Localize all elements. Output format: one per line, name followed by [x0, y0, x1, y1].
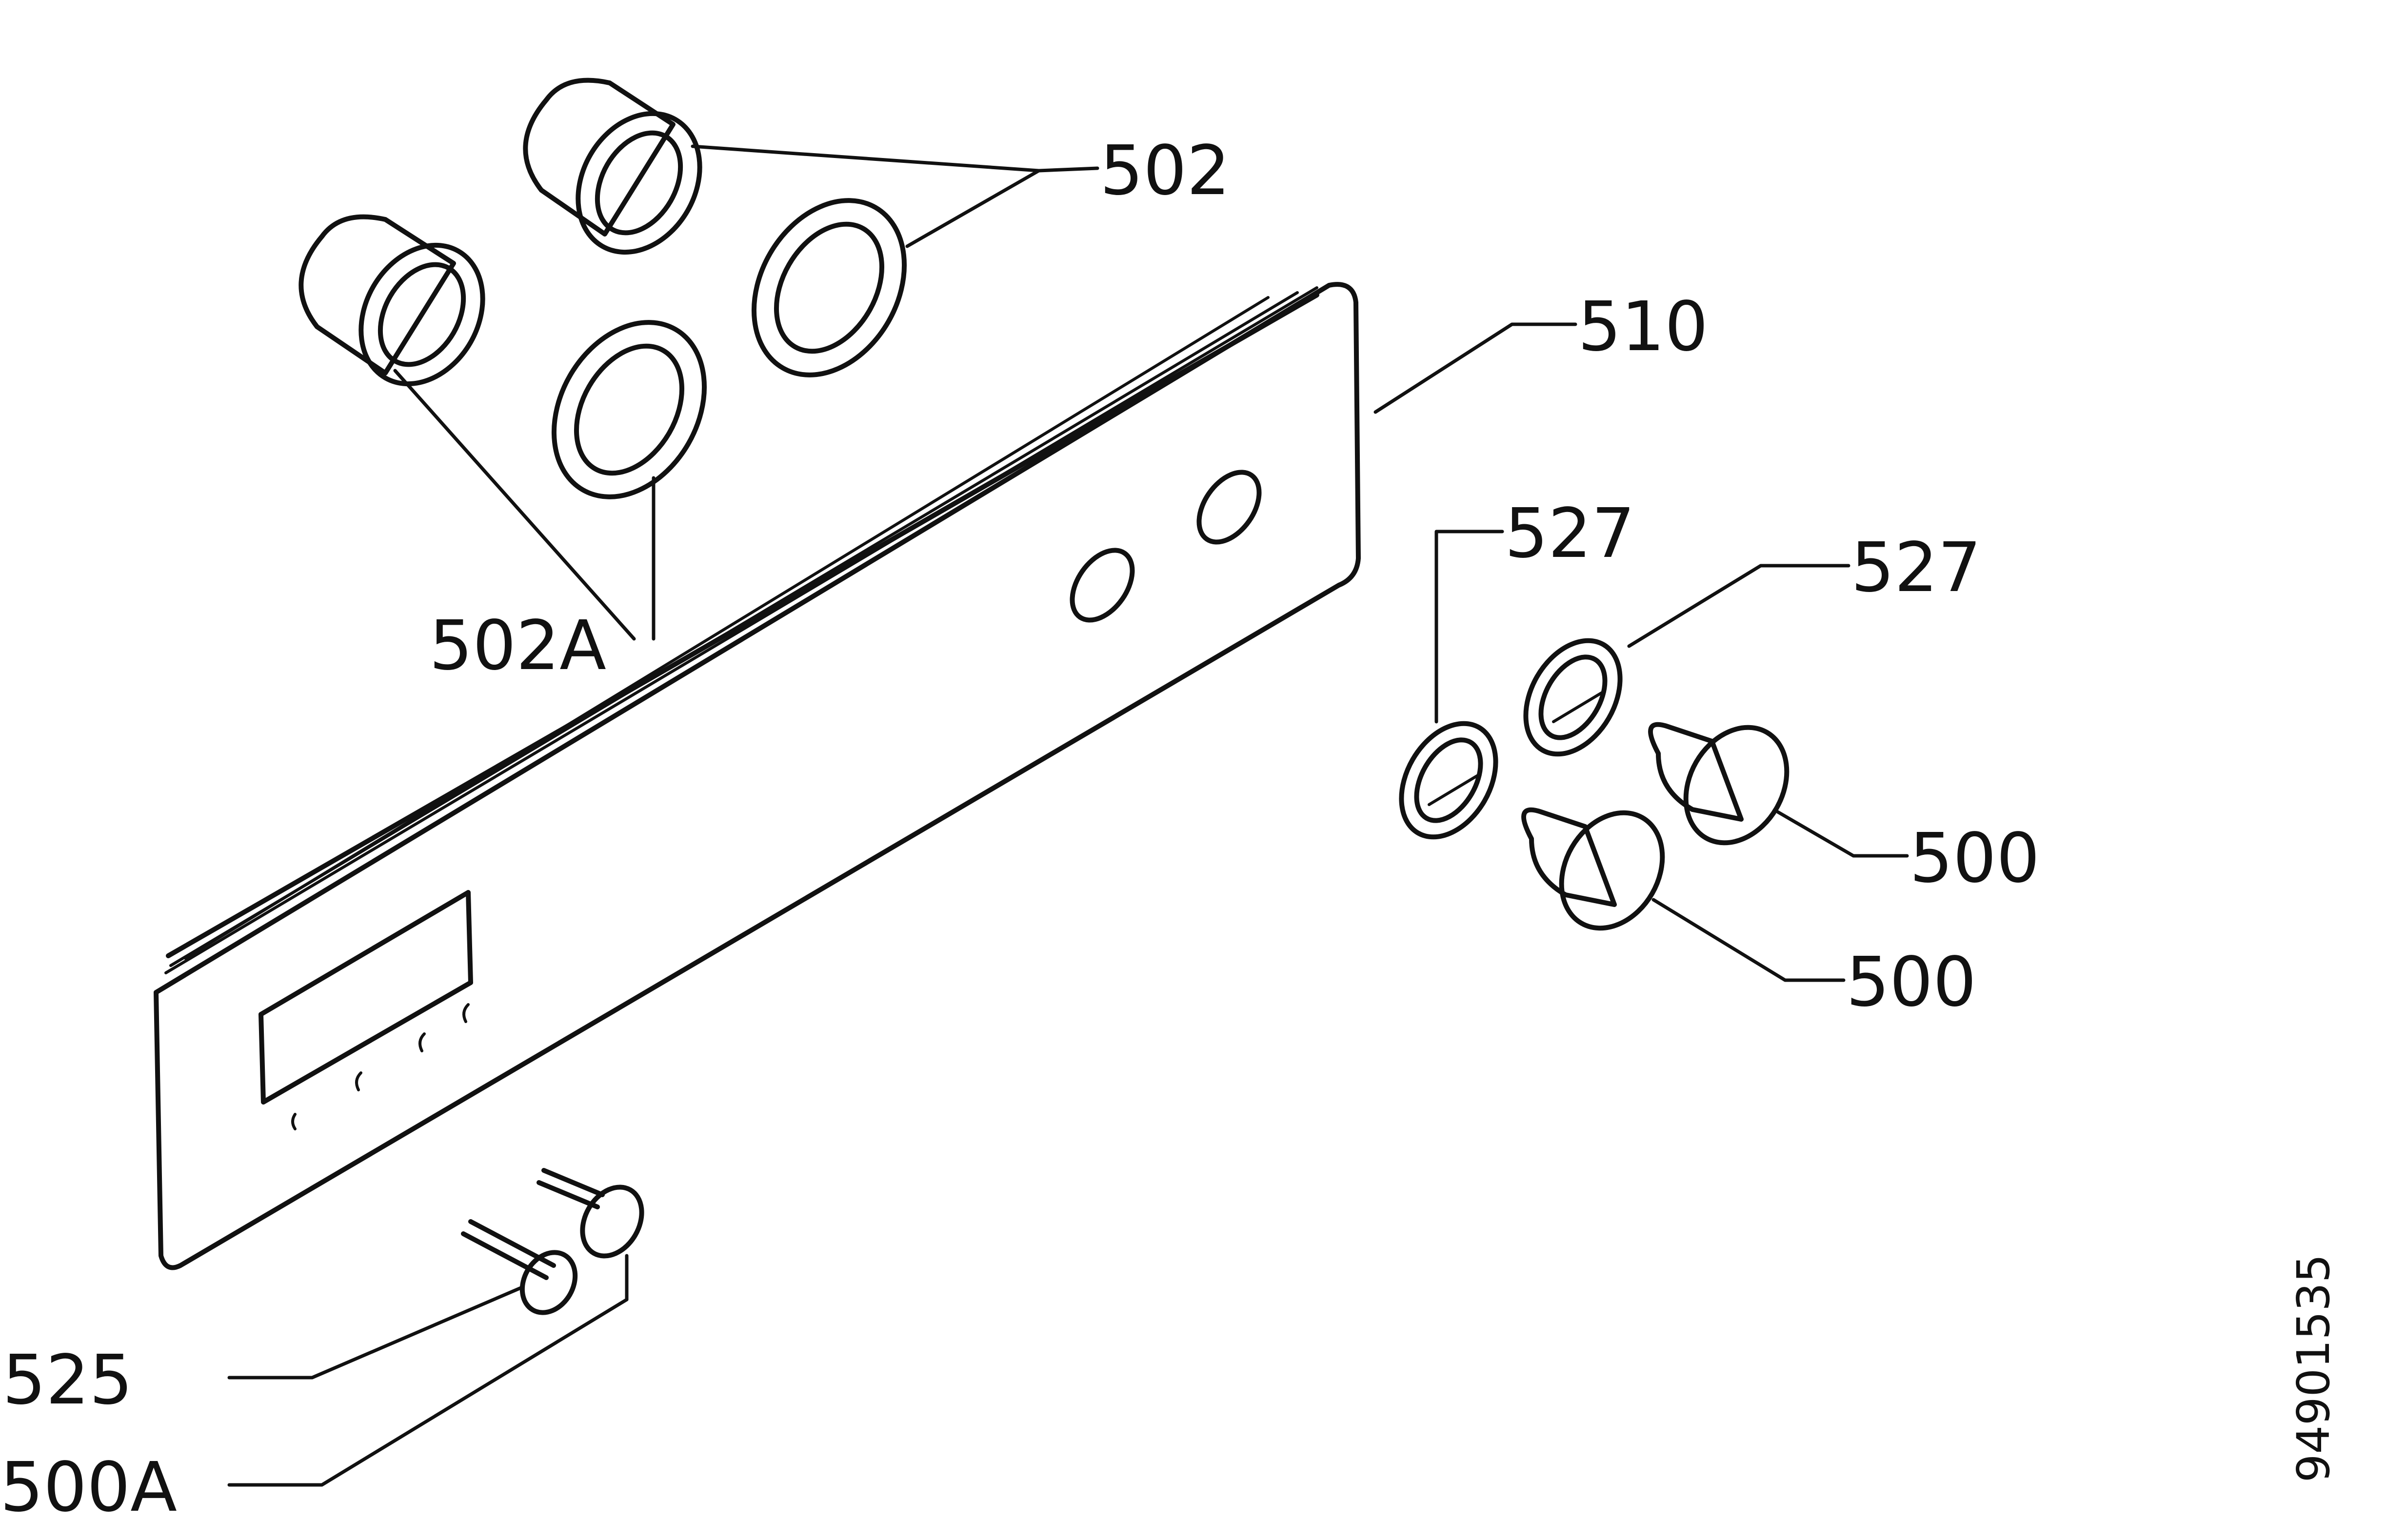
control-panel-510: [154, 282, 1361, 1270]
screw-525: [461, 1219, 578, 1315]
bezel-502-upper-collar: [523, 78, 702, 255]
label-500-lower: 500: [1846, 943, 1976, 1022]
knob-500-upper: [1648, 722, 1790, 846]
part-labels: 502 502A 510 527 527 500 500 525 500A 94…: [0, 131, 2340, 1527]
label-527-left: 527: [1505, 494, 1635, 573]
knob-spindle-500a: [537, 1168, 644, 1259]
label-500-upper: 500: [1909, 819, 2040, 898]
label-502: 502: [1100, 131, 1230, 211]
adapter-527-right: [1523, 638, 1623, 757]
label-502a: 502A: [429, 606, 606, 686]
drawing-code: 94901535: [2287, 1254, 2340, 1482]
label-510: 510: [1578, 287, 1708, 367]
bezel-502a-lower-ring: [551, 320, 707, 499]
label-527-right: 527: [1851, 528, 1981, 608]
label-525: 525: [2, 1341, 133, 1420]
label-500a: 500A: [0, 1448, 177, 1527]
bezel-502a-lower-collar: [298, 214, 485, 387]
bezel-502-upper-ring: [751, 198, 907, 377]
knob-500-lower: [1521, 807, 1665, 931]
leader-lines: [227, 144, 1909, 1487]
adapter-527-left: [1399, 721, 1498, 840]
